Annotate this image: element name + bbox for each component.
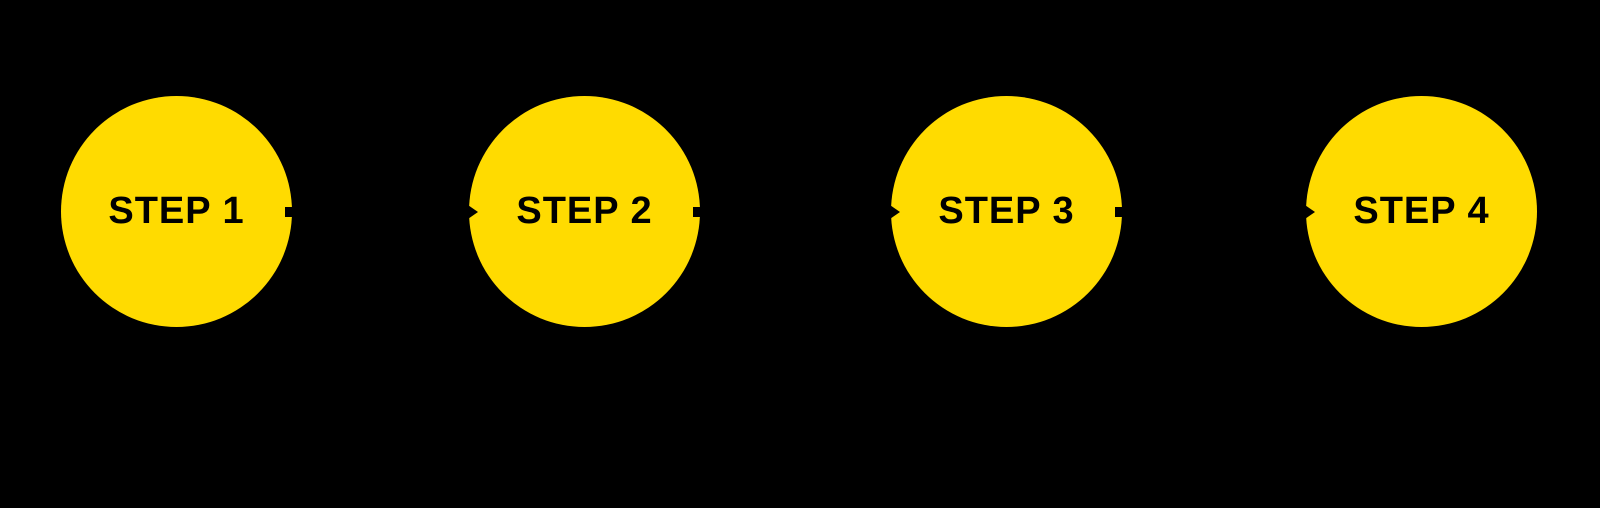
connector-arrow-icon [1115,203,1315,221]
connector-arrow-icon [693,203,900,221]
step-label: STEP 1 [108,190,245,232]
connector-arrow-icon [285,203,478,221]
step-node-4: STEP 4 [1306,96,1537,327]
step-label: STEP 3 [938,190,1075,232]
connector-line [1115,207,1302,217]
connector-line [693,207,887,217]
step-node-3: STEP 3 [891,96,1122,327]
step-node-1: STEP 1 [61,96,292,327]
connector-line [285,207,465,217]
step-node-2: STEP 2 [469,96,700,327]
step-label: STEP 2 [516,190,653,232]
step-label: STEP 4 [1353,190,1490,232]
